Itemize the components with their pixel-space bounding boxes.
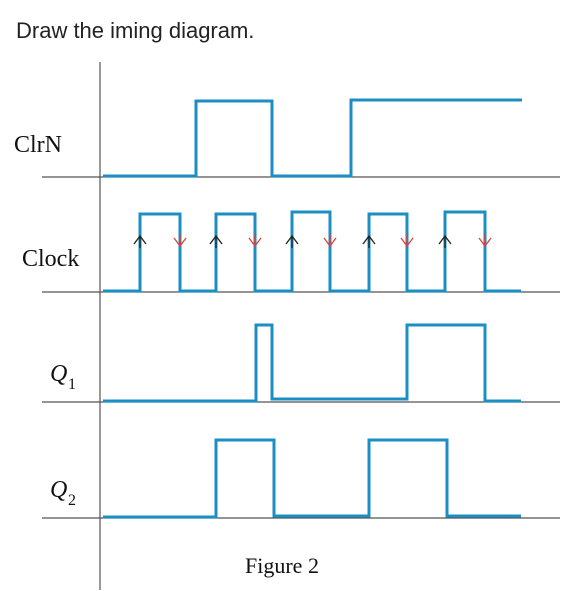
q1-label: Q 1 [50,361,76,393]
q2-label: Q 2 [50,477,76,509]
q1-label-subscript: 1 [68,376,76,393]
clock-waveform [103,210,521,293]
problem-prompt: Draw the iming diagram. [16,18,255,43]
falling-edge-arrows [173,234,492,248]
q2-label-subscript: 2 [68,492,76,509]
figure-caption: Figure 2 [245,553,319,578]
q1-label-letter: Q [50,361,67,387]
q2-label-letter: Q [50,477,67,503]
clrn-label: ClrN [14,132,62,158]
q1-waveform [103,323,521,403]
clock-label: Clock [22,246,79,272]
rising-edge-arrows [133,234,452,248]
q2-waveform [103,438,521,519]
clrn-waveform [103,98,522,178]
